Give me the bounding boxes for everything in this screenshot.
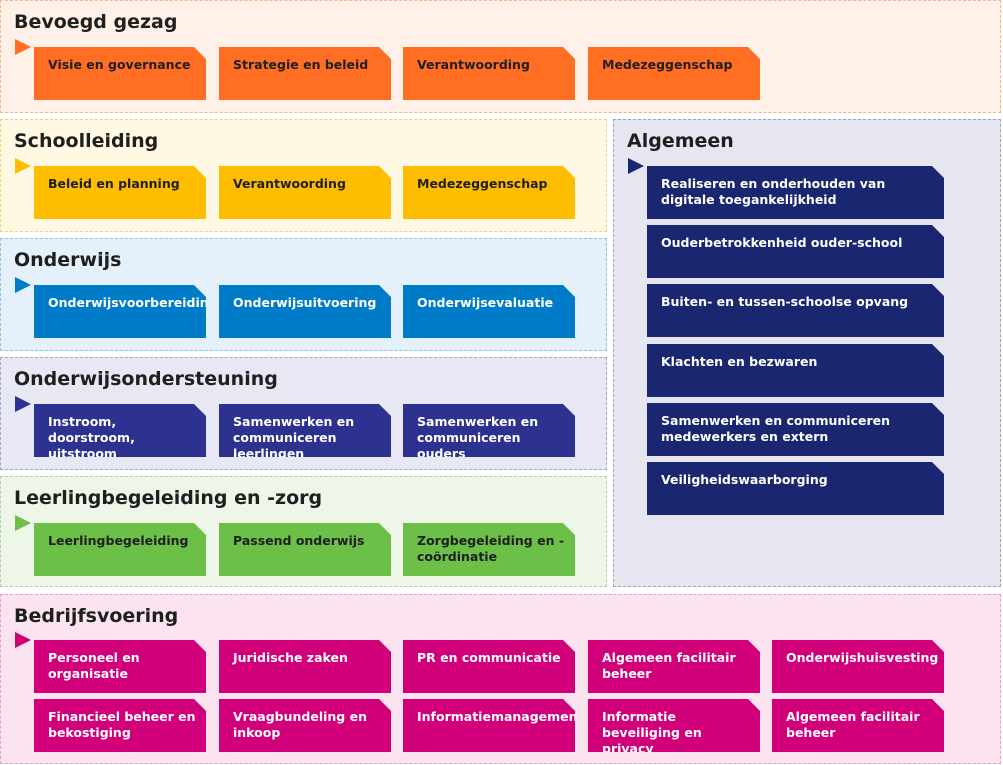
triangle-marker-icon (15, 158, 31, 174)
card-onderwijsvoorbereiding[interactable]: Onderwijsvoorbereiding (34, 285, 206, 338)
card-algemeen-facilitair-beheer-2[interactable]: Algemeen facilitair beheer (772, 699, 944, 752)
triangle-marker-icon (15, 515, 31, 531)
card-medezeggenschap[interactable]: Medezeggenschap (588, 47, 760, 100)
card-juridische-zaken[interactable]: Juridische zaken (219, 640, 391, 693)
section-bevoegd-gezag: Bevoegd gezag Visie en governance Strate… (0, 0, 1001, 113)
card-financieel-beheer[interactable]: Financieel beheer en bekostiging (34, 699, 206, 752)
card-leerlingbegeleiding[interactable]: Leerlingbegeleiding (34, 523, 206, 576)
card-medezeggenschap[interactable]: Medezeggenschap (403, 166, 575, 219)
card-verantwoording[interactable]: Verantwoording (403, 47, 575, 100)
card-verantwoording[interactable]: Verantwoording (219, 166, 391, 219)
card-veiligheidswaarborging[interactable]: Veiligheidswaarborging (647, 462, 944, 515)
card-onderwijsevaluatie[interactable]: Onderwijsevaluatie (403, 285, 575, 338)
card-samenwerken-medewerkers[interactable]: Samenwerken en communiceren medewerkers … (647, 403, 944, 456)
card-passend-onderwijs[interactable]: Passend onderwijs (219, 523, 391, 576)
triangle-marker-icon (15, 39, 31, 55)
card-pr-en-communicatie[interactable]: PR en communicatie (403, 640, 575, 693)
card-beleid-en-planning[interactable]: Beleid en planning (34, 166, 206, 219)
card-strategie-en-beleid[interactable]: Strategie en beleid (219, 47, 391, 100)
card-informatie-beveiliging[interactable]: Informatie beveiliging en privacy (588, 699, 760, 752)
card-personeel-en-organisatie[interactable]: Personeel en organisatie (34, 640, 206, 693)
card-onderwijshuisvesting[interactable]: Onderwijshuisvesting (772, 640, 944, 693)
card-ouderbetrokkenheid[interactable]: Ouderbetrokkenheid ouder-school (647, 225, 944, 278)
section-onderwijsondersteuning: Onderwijsondersteuning Instroom, doorstr… (0, 357, 607, 470)
section-title: Onderwijs (14, 249, 122, 271)
card-klachten-en-bezwaren[interactable]: Klachten en bezwaren (647, 344, 944, 397)
card-vraagbundeling-en-inkoop[interactable]: Vraagbundeling en inkoop (219, 699, 391, 752)
card-samenwerken-ouders[interactable]: Samenwerken en communiceren ouders (403, 404, 575, 457)
card-informatiemanagement[interactable]: Informatiemanagement (403, 699, 575, 752)
section-schoolleiding: Schoolleiding Beleid en planning Verantw… (0, 119, 607, 232)
section-title: Schoolleiding (14, 130, 159, 152)
section-title: Bevoegd gezag (14, 11, 178, 33)
card-samenwerken-leerlingen[interactable]: Samenwerken en communiceren leerlingen (219, 404, 391, 457)
triangle-marker-icon (15, 396, 31, 412)
section-title: Algemeen (627, 130, 734, 152)
card-visie-en-governance[interactable]: Visie en governance (34, 47, 206, 100)
section-leerlingbegeleiding: Leerlingbegeleiding en -zorg Leerlingbeg… (0, 476, 607, 587)
section-bedrijfsvoering: Bedrijfsvoering Personeel en organisatie… (0, 594, 1001, 764)
card-digitale-toegankelijkheid[interactable]: Realiseren en onderhouden van digitale t… (647, 166, 944, 219)
section-title: Onderwijsondersteuning (14, 368, 278, 390)
section-algemeen: Algemeen Realiseren en onderhouden van d… (613, 119, 1001, 587)
section-title: Bedrijfsvoering (14, 605, 179, 627)
card-onderwijsuitvoering[interactable]: Onderwijsuitvoering (219, 285, 391, 338)
card-opvang[interactable]: Buiten- en tussen-schoolse opvang (647, 284, 944, 337)
triangle-marker-icon (15, 632, 31, 648)
section-onderwijs: Onderwijs Onderwijsvoorbereiding Onderwi… (0, 238, 607, 351)
section-title: Leerlingbegeleiding en -zorg (14, 487, 323, 509)
triangle-marker-icon (15, 277, 31, 293)
card-algemeen-facilitair-beheer[interactable]: Algemeen facilitair beheer (588, 640, 760, 693)
triangle-marker-icon (628, 158, 644, 174)
card-instroom-doorstroom-uitstroom[interactable]: Instroom, doorstroom, uitstroom (34, 404, 206, 457)
card-zorgbegeleiding[interactable]: Zorgbegeleiding en -coördinatie (403, 523, 575, 576)
